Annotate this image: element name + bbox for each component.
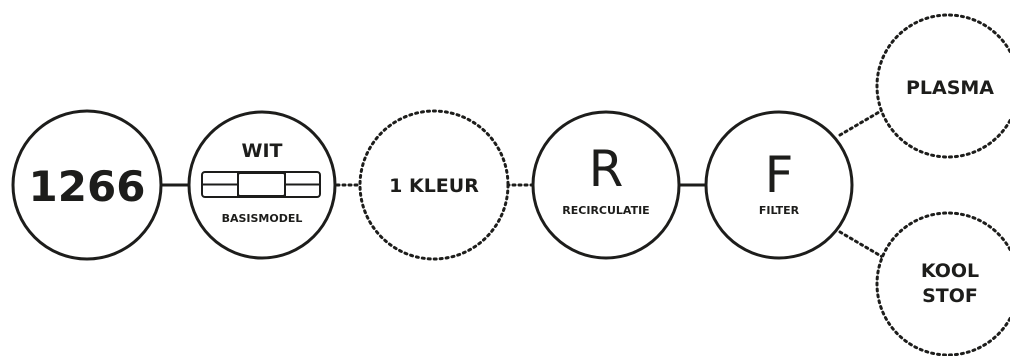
- carbon-label-line2: STOF: [922, 285, 978, 307]
- recirculation-letter: R: [589, 140, 624, 198]
- connector-filter-plasma: [838, 106, 888, 137]
- color-title: WIT: [242, 140, 283, 162]
- color-subtitle: BASISMODEL: [222, 212, 303, 225]
- node-recirculation: R RECIRCULATIE: [531, 110, 681, 260]
- node-color: WIT BASISMODEL: [187, 110, 337, 260]
- node-model-number: 1266: [11, 109, 163, 261]
- node-plasma: PLASMA: [875, 13, 1010, 159]
- hood-front-icon: [201, 171, 321, 198]
- plasma-label: PLASMA: [906, 77, 994, 99]
- filter-letter: F: [765, 146, 794, 204]
- model-number-label: 1266: [29, 162, 146, 211]
- filter-label: FILTER: [759, 204, 800, 217]
- node-one-color: 1 KLEUR: [358, 109, 510, 261]
- node-filter: F FILTER: [704, 110, 854, 260]
- node-carbon: KOOL STOF: [875, 211, 1010, 356]
- connector-filter-carbon: [838, 230, 888, 261]
- one-color-label: 1 KLEUR: [389, 175, 479, 197]
- carbon-label-line1: KOOL: [921, 260, 979, 282]
- recirculation-label: RECIRCULATIE: [562, 204, 649, 217]
